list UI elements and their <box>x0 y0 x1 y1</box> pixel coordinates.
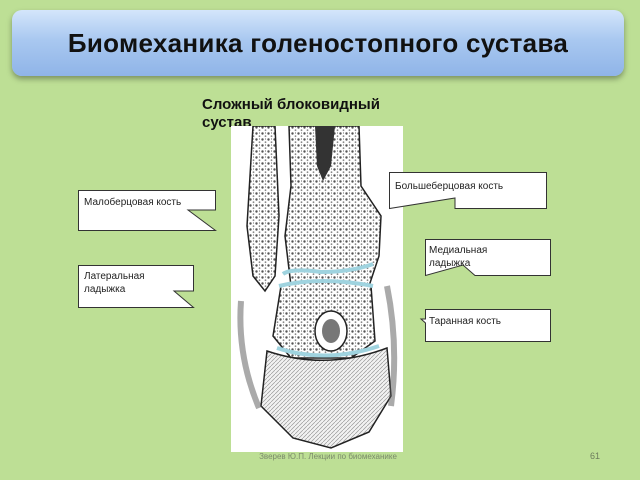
calcaneus-bone <box>260 346 392 449</box>
footer-author: Зверев Ю.П. Лекции по биомеханике <box>259 452 397 461</box>
callout-lateral-malleolus-shape <box>78 265 195 308</box>
callout-fibula: Малоберцовая кость <box>78 190 218 231</box>
callout-talus: Таранная кость <box>419 309 551 342</box>
fibula-bone <box>246 126 280 293</box>
callout-lateral-malleolus-label: Латеральная ладыжка <box>84 271 145 295</box>
callout-medial-malleolus-shape <box>425 239 551 277</box>
ankle-joint-illustration <box>231 126 403 452</box>
title-bar: Биомеханика голеностопного сустава <box>12 10 624 76</box>
page-number: 61 <box>590 451 601 461</box>
callout-tibia: Большеберцовая кость <box>389 172 547 210</box>
callout-medial-malleolus: Медиальная ладыжка <box>425 239 551 277</box>
callout-tibia-shape <box>389 172 547 210</box>
callout-lateral-malleolus: Латеральная ладыжка <box>78 265 195 308</box>
callout-fibula-label: Малоберцовая кость <box>84 197 182 208</box>
callout-talus-shape <box>419 309 551 342</box>
callout-fibula-shape <box>78 190 218 231</box>
callout-medial-malleolus-label: Медиальная ладыжка <box>429 245 488 269</box>
callout-talus-label: Таранная кость <box>429 316 501 327</box>
callout-tibia-label: Большеберцовая кость <box>395 181 504 192</box>
joint-cartilage-upper <box>281 262 374 276</box>
slide-title: Биомеханика голеностопного сустава <box>67 27 569 58</box>
